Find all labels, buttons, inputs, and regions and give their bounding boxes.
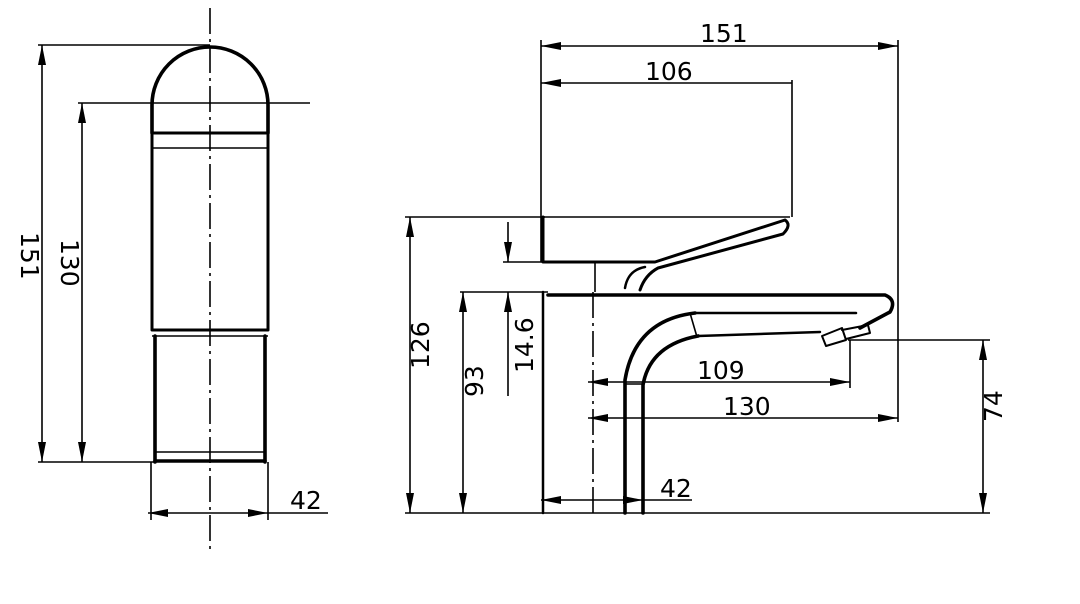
front-upper-body xyxy=(150,131,270,332)
handle-lever xyxy=(541,215,790,292)
dim-label-height-body: 130 xyxy=(55,239,84,287)
front-arch xyxy=(150,45,270,135)
dim-label-spout-reach-aerator: 109 xyxy=(697,356,745,385)
dim-label-spout-reach: 130 xyxy=(723,392,771,421)
dim-label-handle-height: 14.6 xyxy=(510,317,539,373)
front-view: 151 130 42 xyxy=(15,8,328,552)
dim-label-handle-length: 106 xyxy=(645,57,693,86)
aerator xyxy=(821,324,871,347)
dim-label-base-width: 42 xyxy=(660,474,692,503)
dim-label-width: 42 xyxy=(290,486,322,515)
front-lower-body xyxy=(153,334,267,464)
spout-top xyxy=(546,293,895,330)
dim-label-height-total: 126 xyxy=(406,321,435,369)
spout-outer xyxy=(623,311,697,515)
dim-label-length-total: 151 xyxy=(700,19,748,48)
dim-label-spout-height: 93 xyxy=(460,365,489,397)
dim-label-height-total: 151 xyxy=(15,232,44,280)
dim-label-outlet-height: 74 xyxy=(979,390,1008,422)
side-view: 151 106 126 93 14.6 109 130 74 42 xyxy=(405,19,1008,515)
